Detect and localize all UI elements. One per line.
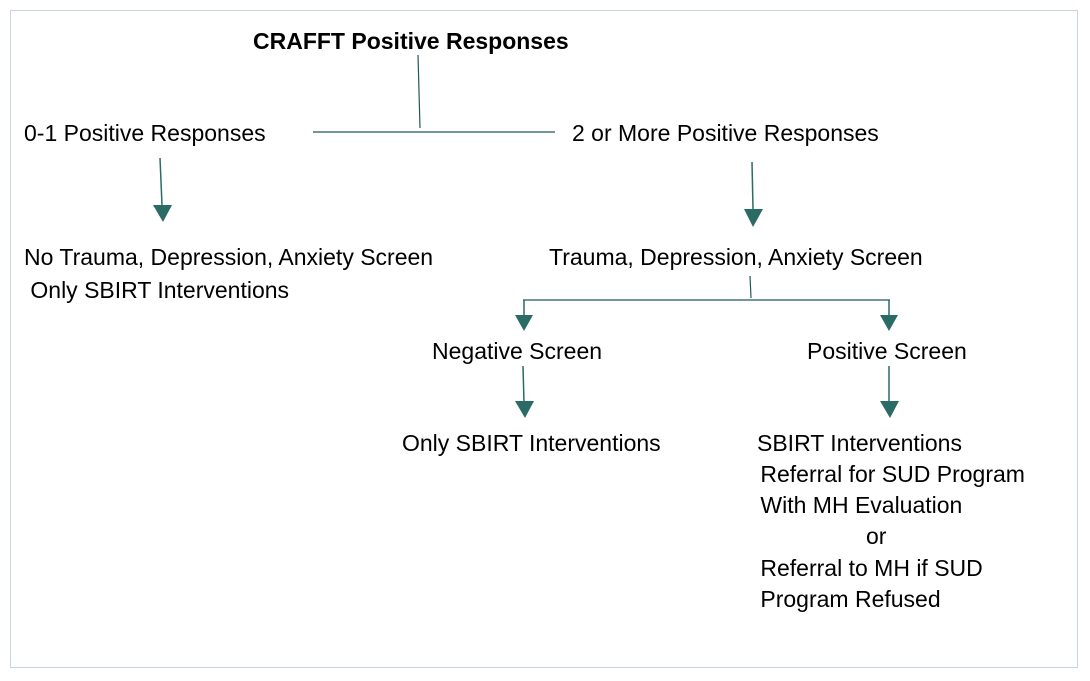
- screen-label: Trauma, Depression, Anxiety Screen: [549, 244, 923, 270]
- right-branch-label: 2 or More Positive Responses: [572, 120, 879, 146]
- left-result-line-2: Only SBIRT Interventions: [24, 277, 290, 303]
- negative-drop-head: [515, 315, 533, 331]
- diagram-frame: [10, 10, 1078, 668]
- negative-screen-label: Negative Screen: [432, 338, 603, 364]
- positive-result-line-5: Referral to MH if SUD: [754, 555, 983, 581]
- left-result-line-1: No Trauma, Depression, Anxiety Screen: [24, 244, 434, 270]
- right-arrow-head: [744, 209, 763, 227]
- positive-result-line-6: Program Refused: [754, 586, 941, 612]
- title-connector: [417, 54, 421, 129]
- positive-result-line-2: Referral for SUD Program: [754, 461, 1025, 487]
- diagram-title: CRAFFT Positive Responses: [253, 28, 569, 54]
- positive-result-line-3: With MH Evaluation: [754, 492, 963, 518]
- left-arrow-head: [153, 205, 172, 222]
- left-branch-label: 0-1 Positive Responses: [24, 120, 266, 146]
- negative-result: Only SBIRT Interventions: [402, 430, 661, 456]
- negative-arrow-shaft: [522, 365, 525, 404]
- screen-stem: [749, 275, 752, 299]
- negative-arrow-head: [515, 401, 534, 418]
- positive-result-or: or: [866, 523, 887, 549]
- positive-drop-head: [880, 315, 898, 331]
- left-arrow-shaft: [159, 157, 163, 206]
- right-arrow-shaft: [751, 161, 754, 210]
- positive-result-line-1: SBIRT Interventions: [757, 430, 962, 456]
- positive-screen-label: Positive Screen: [807, 338, 967, 364]
- positive-arrow-head: [880, 401, 899, 418]
